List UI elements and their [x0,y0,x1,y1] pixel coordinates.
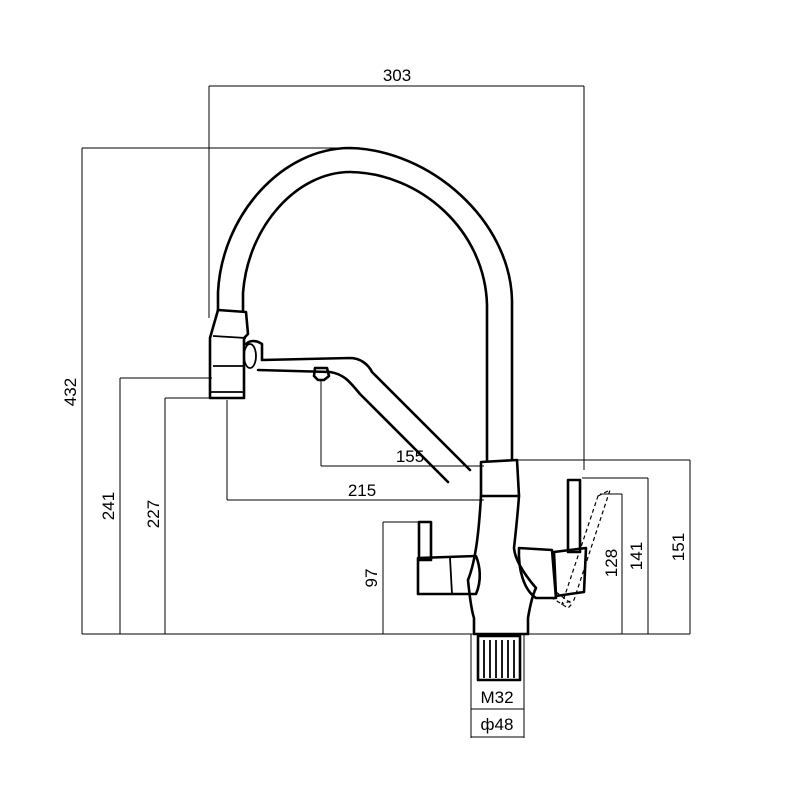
dim-48-label: ф48 [481,715,514,734]
dim-227-label: 227 [144,500,163,528]
dim-241-label: 241 [99,492,118,520]
filter-spout-tip [312,366,331,382]
left-handle-body [416,554,482,596]
column-collar [479,458,521,498]
filter-spout [244,339,472,472]
dim-128-label: 128 [602,549,621,577]
dim-97-label: 97 [362,569,381,588]
left-handle-stem [417,520,433,562]
stud-thread [483,640,515,678]
mounting-stud [476,634,522,682]
right-handle-lever [566,478,582,554]
spout-outer-curve [216,146,514,462]
filter-spout-lower [256,368,450,484]
spout-inner-curve [241,170,489,462]
dim-215-label: 215 [348,481,376,500]
spout-head [208,308,250,400]
dim-432-label: 432 [61,378,80,406]
dim-303-label: 303 [383,66,411,85]
faucet-outline [208,146,612,682]
right-handle-dashed [561,488,612,605]
dim-m32-label: M32 [480,688,513,707]
dim-141-label: 141 [627,542,646,570]
dimension-lines [81,85,691,738]
dim-155-label: 155 [396,447,424,466]
dim-151-label: 151 [669,533,688,561]
right-handle-cap [552,546,588,598]
column-body [466,494,538,636]
